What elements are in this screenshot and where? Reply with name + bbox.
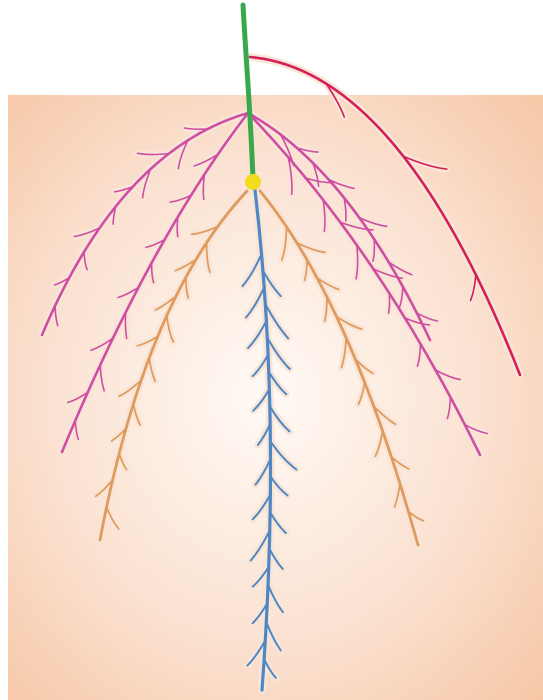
air-background [0,0,543,95]
seed-node [245,174,261,190]
crown-root-left-lateral [177,217,178,237]
